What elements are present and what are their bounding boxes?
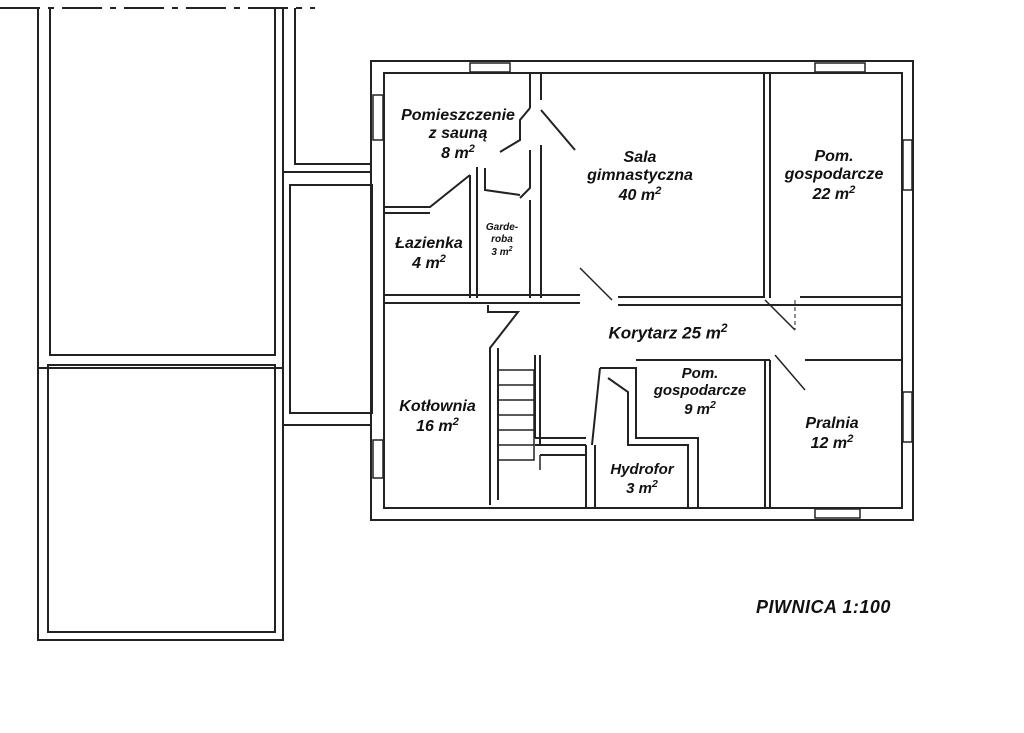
room-name-line: gimnastyczna (587, 166, 693, 184)
room-area: Korytarz 25 m2 (608, 321, 728, 343)
room-name-line: Garde- (485, 222, 519, 233)
connector-passage (282, 8, 373, 640)
room-label-utility-22: Pom. gospodarcze 22 m2 (765, 148, 903, 204)
room-name-line: gospodarcze (784, 165, 884, 183)
room-label-gym: Sala gimnastyczna 40 m2 (555, 149, 725, 205)
room-area: 22 m2 (812, 183, 856, 203)
room-area: 12 m2 (810, 432, 854, 453)
windows (372, 62, 913, 519)
room-area: 8 m2 (441, 142, 475, 162)
room-name-line: Łazienka (395, 235, 463, 252)
room-name-line: Pom. (814, 148, 854, 165)
drawing-title: PIWNICA 1:100 (756, 597, 891, 617)
room-label-boiler-room: Kotłownia 16 m2 (385, 398, 490, 436)
room-area: 16 m2 (416, 415, 459, 436)
room-name-line: Kotłownia (399, 398, 476, 415)
room-label-hydrophore: Hydrofor 3 m2 (596, 461, 688, 497)
room-name-line: Hydrofor (610, 461, 674, 478)
room-name-line: gospodarcze (653, 381, 747, 399)
room-name-line: z sauną (428, 124, 488, 142)
room-name-line: roba (491, 234, 513, 245)
room-area: 40 m2 (618, 184, 662, 204)
room-label-wardrobe: Garde- roba 3 m2 (476, 222, 528, 259)
room-label-utility-9: Pom. gospodarcze 9 m2 (636, 365, 764, 418)
room-area: 3 m2 (491, 246, 513, 258)
room-label-bathroom: Łazienka 4 m2 (384, 235, 474, 273)
room-name-line: Pomieszczenie (401, 107, 515, 124)
room-name-line: Sala (623, 149, 657, 166)
room-area: 4 m2 (412, 252, 446, 273)
adjacent-structure-lower (37, 364, 284, 641)
room-name-line: Pralnia (805, 415, 859, 432)
room-area: 3 m2 (626, 477, 658, 497)
exterior-walls (370, 60, 914, 521)
room-label-corridor: Korytarz 25 m2 (578, 321, 758, 343)
room-label-sauna: Pomieszczenie z sauną 8 m2 (383, 107, 533, 163)
staircase (497, 369, 541, 470)
room-label-laundry: Pralnia 12 m2 (772, 415, 892, 453)
room-area: 9 m2 (684, 398, 716, 418)
room-name-line: Pom. (681, 365, 719, 382)
adjacent-structure-upper (37, 8, 284, 369)
